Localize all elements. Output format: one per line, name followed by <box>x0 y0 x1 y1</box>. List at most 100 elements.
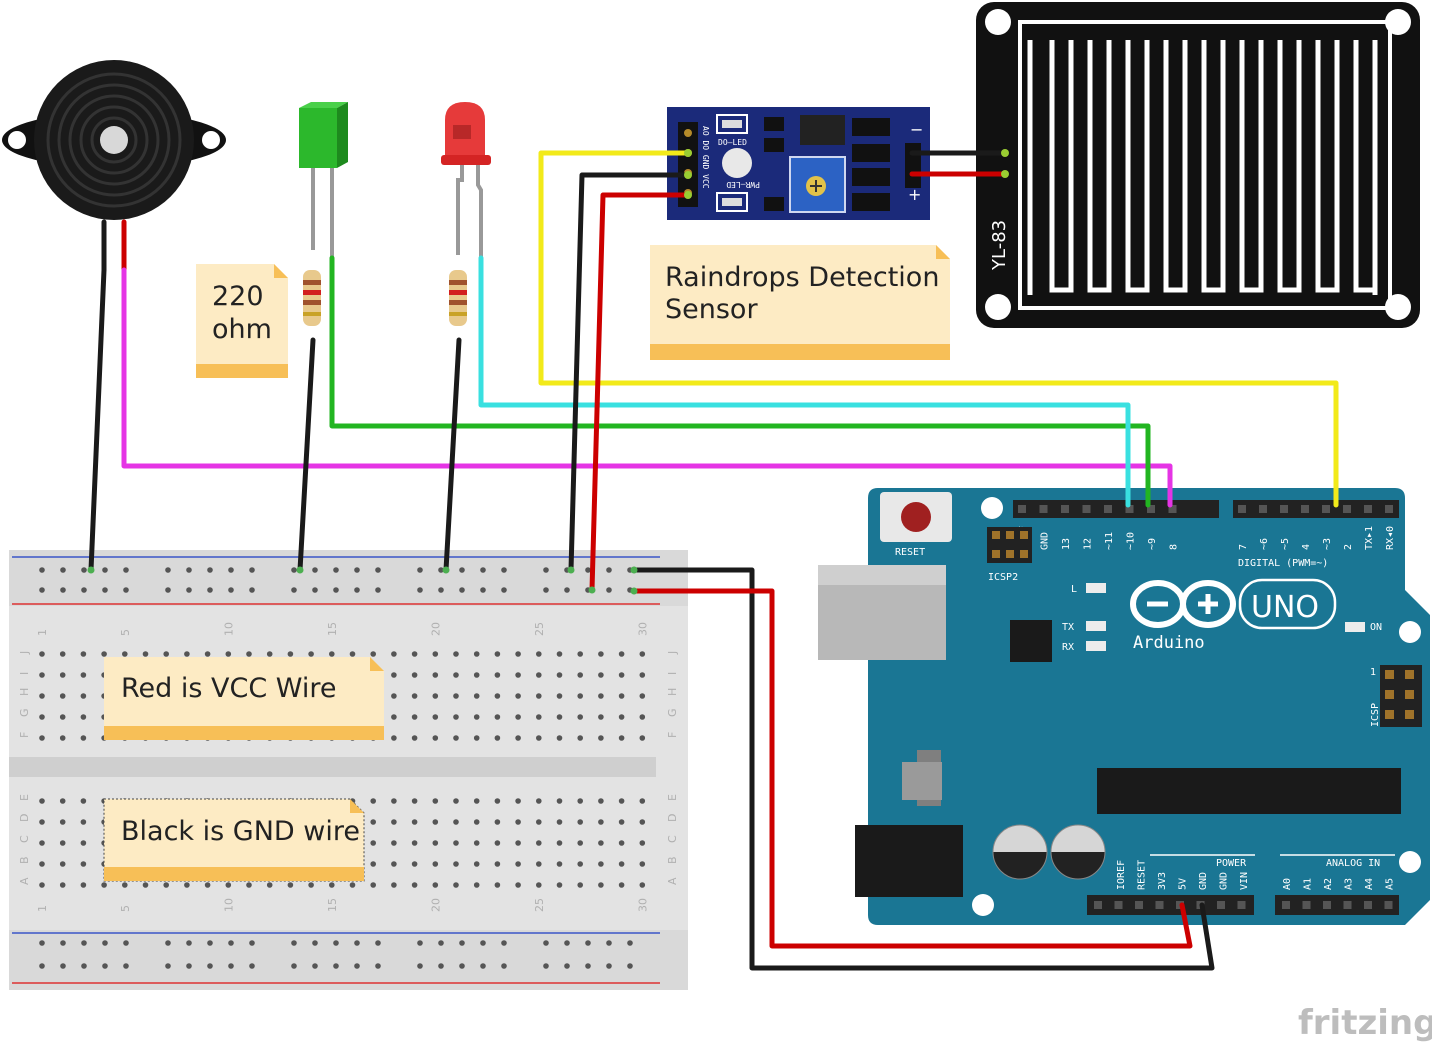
digital-pin-label: ~11 <box>1104 532 1115 550</box>
breadboard-row-letter: J <box>666 651 679 655</box>
wire-buzzer-signal <box>121 267 1173 508</box>
arduino-power-label: POWER <box>1216 858 1247 869</box>
analog-pin-label: A5 <box>1385 878 1396 890</box>
breadboard-row-letter: B <box>666 856 679 864</box>
wire-rail-vcc <box>631 588 1193 949</box>
breadboard-row-letter: E <box>18 794 31 801</box>
power-pin-label: GND <box>1219 872 1230 890</box>
power-pin-label: VIN <box>1239 872 1250 890</box>
fritzing-watermark: fritzing <box>1298 1003 1432 1043</box>
breadboard-row-letter: A <box>666 877 679 885</box>
note-sensor-line1: Raindrops Detection <box>665 262 939 293</box>
breadboard-row-letter: F <box>666 732 679 738</box>
note-gnd: Black is GND wire <box>103 798 365 882</box>
buzzer <box>2 60 226 220</box>
capacitor-2 <box>1050 824 1106 880</box>
wire-rail-gnd <box>631 567 1215 971</box>
sensor-comb-traces <box>1027 40 1378 295</box>
analog-pin-label: A0 <box>1282 878 1293 890</box>
wire-red-led-signal <box>478 255 1131 508</box>
module-minus-label: − <box>910 120 923 139</box>
digital-pin-label: 4 <box>1301 544 1312 550</box>
wire-sensor-gnd <box>568 172 691 573</box>
arduino-icsp-pin1-label: 1 <box>1370 667 1376 678</box>
breadboard-row-letter: J <box>18 651 31 655</box>
sensor-board-label: YL-83 <box>989 220 1010 271</box>
digital-pin-label: GND <box>1040 532 1051 550</box>
arduino-rx-label: RX <box>1062 642 1074 653</box>
arduino-icsp2-label: ICSP2 <box>988 572 1018 583</box>
digital-pin-label: ~3 <box>1322 538 1333 550</box>
breadboard-row-letter: A <box>18 877 31 885</box>
breadboard-row-letter: H <box>18 688 31 696</box>
digital-pin-label: ~9 <box>1147 538 1158 550</box>
breadboard-row-letter: I <box>18 672 31 675</box>
note-resistor-line1: 220 <box>212 281 264 312</box>
resistor-2 <box>449 270 467 326</box>
comb-trace <box>1027 40 1378 295</box>
wire-end-markers <box>87 149 1009 595</box>
breadboard-row-letter: H <box>666 688 679 696</box>
breadboard-row-letter: C <box>666 835 679 843</box>
breadboard-row-letter: C <box>18 835 31 843</box>
digital-pin-label: 7 <box>1238 544 1249 550</box>
digital-pin-label: TX▸1 <box>1364 526 1375 550</box>
digital-pin-label: 2 <box>1343 544 1354 550</box>
breadboard-column-number: 30 <box>636 622 649 636</box>
breadboard-column-number: 10 <box>222 898 235 912</box>
bottom-header-pins <box>1094 901 1393 909</box>
wire-green-led-gnd <box>297 337 316 573</box>
arduino-brand-label: Arduino <box>1133 633 1205 653</box>
note-sensor: Raindrops Detection Sensor <box>650 245 950 360</box>
analog-pin-label: A4 <box>1364 878 1375 890</box>
power-pin-label: 5V <box>1178 878 1189 890</box>
power-pin-label: IOREF <box>1116 860 1127 890</box>
breadboard-column-number: 25 <box>533 622 546 636</box>
arduino-tx-label: TX <box>1062 622 1074 633</box>
wire-sensor-vcc <box>589 192 691 593</box>
breadboard-row-letter: I <box>666 672 679 675</box>
analog-pin-label: A3 <box>1344 878 1355 890</box>
arduino-analog-label: ANALOG IN <box>1326 858 1380 869</box>
breadboard-column-number: 20 <box>429 898 442 912</box>
arduino-model-label: UNO <box>1251 590 1319 625</box>
capacitor-1 <box>992 824 1048 880</box>
arduino-digital-label: DIGITAL (PWM=~) <box>1238 558 1328 569</box>
digital-header-pins <box>1018 505 1393 513</box>
breadboard-column-number: 30 <box>636 898 649 912</box>
note-resistor-line2: ohm <box>212 314 272 345</box>
breadboard-column-number: 10 <box>222 622 235 636</box>
breadboard-row-letter: G <box>666 708 679 717</box>
power-pin-label: GND <box>1198 872 1209 890</box>
note-sensor-line2: Sensor <box>665 294 758 325</box>
module-pin-labels: AO DO GND VCC <box>701 126 710 189</box>
breadboard-column-number: 1 <box>36 905 49 912</box>
digital-pin-label: ~10 <box>1126 532 1137 550</box>
breadboard-column-number: 25 <box>533 898 546 912</box>
power-pin-label: RESET <box>1137 860 1148 890</box>
power-pin-label: 3V3 <box>1157 872 1168 890</box>
wire-buzzer-gnd <box>88 219 107 573</box>
arduino-on-label: ON <box>1370 622 1382 633</box>
digital-pin-label: 8 <box>1169 544 1180 550</box>
wires <box>88 150 1339 971</box>
digital-pin-label: ~6 <box>1259 538 1270 550</box>
red-led <box>441 102 491 258</box>
breadboard-column-number: 15 <box>326 622 339 636</box>
module-pwr-led-label: PWR—LED <box>726 180 760 189</box>
arduino-icsp-label: ICSP <box>1370 703 1381 727</box>
arduino-logo-icon <box>1130 580 1236 628</box>
note-vcc: Red is VCC Wire <box>104 657 384 740</box>
breadboard-row-letter: B <box>18 856 31 864</box>
digital-pin-label: RX◂0 <box>1385 526 1396 550</box>
sensor-control-module: AO DO GND VCC DO—LED PWR—LED − + <box>667 107 930 220</box>
arduino-uno-board: RESET AREFGND1312~11~10~987~6~54~32TX▸1R… <box>818 488 1430 925</box>
breadboard-row-letter: D <box>666 814 679 822</box>
module-plus-label: + <box>908 185 921 204</box>
breadboard-column-number: 1 <box>36 629 49 636</box>
